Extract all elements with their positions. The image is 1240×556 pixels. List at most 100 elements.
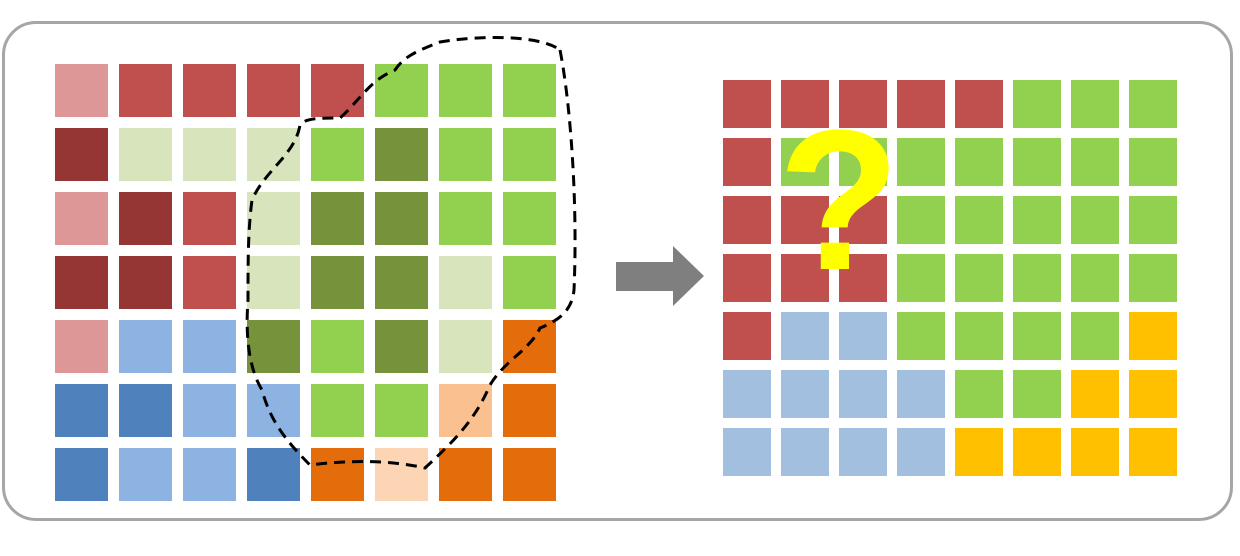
- input-grid-cell: [247, 64, 300, 117]
- output-grid-cell: [1129, 80, 1177, 128]
- input-grid-cell: [503, 256, 556, 309]
- input-grid-cell: [183, 448, 236, 501]
- input-grid-cell: [183, 384, 236, 437]
- output-grid-cell: [1129, 428, 1177, 476]
- output-grid-cell: [1071, 196, 1119, 244]
- output-grid-cell: [1129, 196, 1177, 244]
- input-grid-cell: [375, 128, 428, 181]
- input-grid-cell: [119, 256, 172, 309]
- output-grid-cell: [839, 80, 887, 128]
- output-grid-cell: [1129, 138, 1177, 186]
- output-grid-cell: [1071, 370, 1119, 418]
- input-grid-cell: [55, 128, 108, 181]
- input-grid-cell: [375, 64, 428, 117]
- input-grid-cell: [183, 128, 236, 181]
- output-grid-cell: [955, 312, 1003, 360]
- input-grid-cell: [247, 448, 300, 501]
- output-grid-cell: [897, 254, 945, 302]
- input-grid-cell: [375, 256, 428, 309]
- output-grid-cell: [1013, 138, 1061, 186]
- output-grid-cell: [1013, 428, 1061, 476]
- input-grid-cell: [375, 384, 428, 437]
- output-grid-cell: [897, 196, 945, 244]
- input-grid-cell: [311, 64, 364, 117]
- output-grid-cell: [723, 370, 771, 418]
- input-grid-cell: [311, 320, 364, 373]
- input-grid-cell: [119, 64, 172, 117]
- input-grid-cell: [503, 128, 556, 181]
- output-grid-cell: [723, 428, 771, 476]
- question-mark: ?: [778, 89, 901, 312]
- output-grid-cell: [1013, 312, 1061, 360]
- output-grid-cell: [839, 370, 887, 418]
- input-grid-cell: [503, 64, 556, 117]
- output-grid-cell: [839, 428, 887, 476]
- output-grid-cell: [723, 80, 771, 128]
- input-grid-cell: [375, 192, 428, 245]
- output-grid-cell: [897, 370, 945, 418]
- input-grid-cell: [119, 384, 172, 437]
- input-grid-cell: [503, 192, 556, 245]
- output-grid-cell: [839, 196, 887, 244]
- output-grid-cell: [1071, 428, 1119, 476]
- input-grid-cell: [311, 384, 364, 437]
- input-grid-cell: [119, 448, 172, 501]
- input-grid-cell: [55, 256, 108, 309]
- input-grid-cell: [247, 320, 300, 373]
- output-grid-cell: [897, 138, 945, 186]
- input-grid-cell: [439, 128, 492, 181]
- output-grid-cell: [1129, 254, 1177, 302]
- input-grid-cell: [55, 320, 108, 373]
- output-grid-cell: [897, 312, 945, 360]
- input-grid-cell: [183, 64, 236, 117]
- input-grid-cell: [311, 192, 364, 245]
- input-grid-cell: [439, 256, 492, 309]
- output-grid-cell: [781, 312, 829, 360]
- output-grid-cell: [839, 254, 887, 302]
- output-grid-cell: [955, 428, 1003, 476]
- output-grid-cell: [955, 370, 1003, 418]
- input-grid-cell: [55, 192, 108, 245]
- input-grid-cell: [311, 128, 364, 181]
- output-grid-cell: [781, 428, 829, 476]
- input-grid-cell: [503, 320, 556, 373]
- output-grid-cell: [1071, 80, 1119, 128]
- output-grid-cell: [839, 312, 887, 360]
- output-grid-cell: [1013, 196, 1061, 244]
- input-grid-cell: [311, 256, 364, 309]
- input-grid-cell: [439, 64, 492, 117]
- input-grid-cell: [439, 384, 492, 437]
- output-grid-cell: [781, 370, 829, 418]
- input-grid-cell: [247, 128, 300, 181]
- output-grid-cell: [839, 138, 887, 186]
- output-grid-cell: [955, 80, 1003, 128]
- input-grid-cell: [119, 192, 172, 245]
- output-grid-cell: [897, 428, 945, 476]
- input-grid-cell: [55, 448, 108, 501]
- input-grid-cell: [439, 448, 492, 501]
- input-grid-cell: [183, 192, 236, 245]
- output-grid-cell: [955, 196, 1003, 244]
- input-grid-cell: [439, 192, 492, 245]
- input-grid-cell: [247, 192, 300, 245]
- output-grid-cell: [955, 254, 1003, 302]
- output-grid-cell: [955, 138, 1003, 186]
- input-grid-cell: [439, 320, 492, 373]
- input-grid-cell: [55, 64, 108, 117]
- output-grid-cell: [781, 80, 829, 128]
- output-grid-cell: [781, 254, 829, 302]
- input-grid-cell: [247, 384, 300, 437]
- output-grid-cell: [1013, 370, 1061, 418]
- output-grid-cell: [723, 138, 771, 186]
- input-grid-cell: [311, 448, 364, 501]
- input-grid-cell: [503, 384, 556, 437]
- output-grid-cell: [897, 80, 945, 128]
- output-grid-cell: [1071, 312, 1119, 360]
- output-grid-cell: [1129, 370, 1177, 418]
- output-grid-cell: [723, 254, 771, 302]
- output-grid-cell: [1013, 254, 1061, 302]
- input-grid-cell: [183, 320, 236, 373]
- input-grid-cell: [183, 256, 236, 309]
- output-grid-cell: [1013, 80, 1061, 128]
- input-grid-cell: [119, 128, 172, 181]
